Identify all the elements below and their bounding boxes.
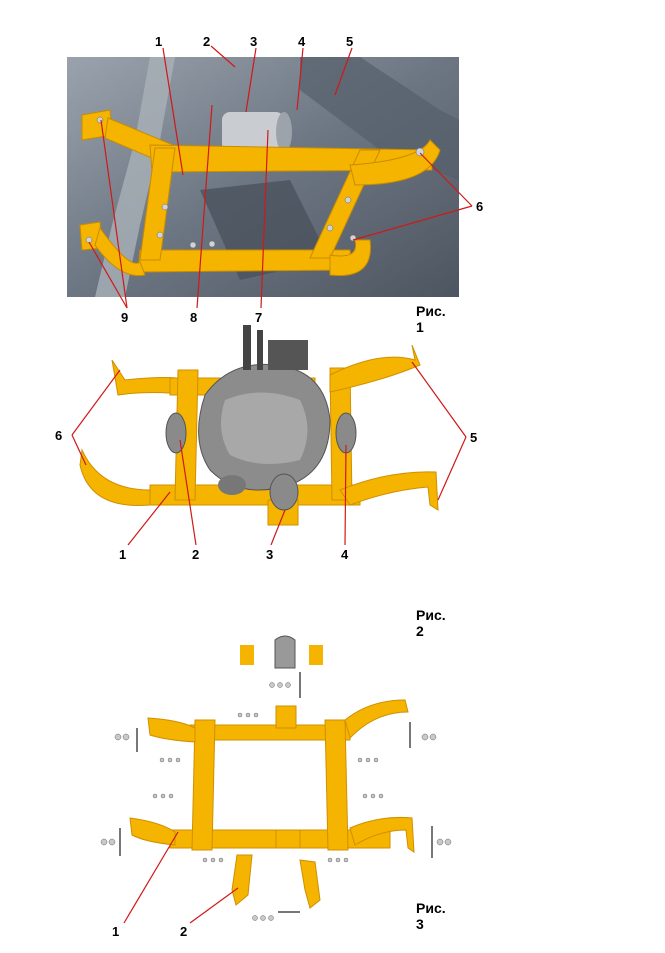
figure-1-caption: Рис. 1 [416,303,446,335]
callout-4: 4 [298,34,306,49]
callout-7: 7 [255,310,263,325]
callout-6: 6 [55,428,63,443]
callout-2: 2 [203,34,211,49]
callout-2: 2 [180,924,188,939]
callout-5: 5 [346,34,354,49]
callout-1: 1 [119,547,127,562]
figure-2-caption: Рис. 2 [416,607,446,639]
callout-5: 5 [470,430,478,445]
callout-1: 1 [112,924,120,939]
callout-9: 9 [121,310,129,325]
callout-2: 2 [192,547,200,562]
callout-4: 4 [341,547,349,562]
callout-8: 8 [190,310,198,325]
figure-2-photo [71,325,467,546]
callout-3: 3 [266,547,274,562]
callout-6: 6 [476,199,484,214]
callout-3: 3 [250,34,258,49]
figure-3-caption: Рис. 3 [416,900,446,932]
callout-1: 1 [155,34,163,49]
figure-1-photo [67,45,473,309]
